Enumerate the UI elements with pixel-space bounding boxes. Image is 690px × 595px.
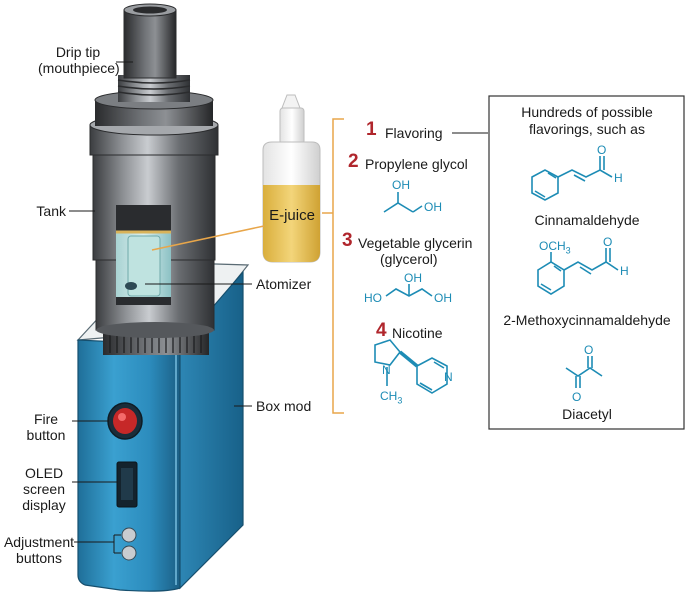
ejuice-label: E-juice [269, 207, 315, 224]
gly-oh-top: OH [404, 271, 422, 285]
chemical-structures [374, 156, 619, 394]
nic-n: N [382, 363, 391, 377]
drip-tip-label: Drip tip(mouthpiece) [38, 44, 120, 76]
ingredient-name: Flavoring [385, 125, 443, 141]
ingredient-number: 1 [366, 119, 377, 140]
e-juice-bottle [262, 94, 321, 263]
example-cinnamaldehyde: Cinnamaldehyde [534, 212, 640, 228]
cin-h: H [614, 171, 623, 185]
gly-ho: HO [364, 291, 382, 305]
diacetyl-o-bottom: O [572, 390, 582, 404]
methoxy-h: H [620, 264, 629, 278]
methoxy-och3: OCH3 [539, 239, 571, 256]
flavor-box-frame [488, 95, 685, 430]
nic-pyridine-n: N [444, 370, 453, 384]
tank-assembly [89, 3, 219, 355]
atomizer-label: Atomizer [256, 276, 312, 292]
ingredient-number: 2 [348, 151, 359, 172]
cin-o: O [597, 143, 607, 157]
box-mod-label: Box mod [256, 398, 312, 414]
ingredient-name: Propylene glycol [365, 156, 468, 172]
ingredient-name: Nicotine [392, 325, 443, 341]
ingredient-name-2: (glycerol) [380, 251, 438, 267]
example-diacetyl: Diacetyl [562, 406, 612, 422]
leader-lines [69, 61, 488, 554]
nic-ch3: CH3 [380, 389, 403, 406]
pg-oh: OH [392, 178, 410, 192]
ingredient-number: 4 [376, 320, 387, 341]
example-methoxycinnamaldehyde: 2-Methoxycinnamaldehyde [503, 312, 671, 328]
gly-oh-right: OH [434, 291, 452, 305]
tank-label: Tank [36, 203, 66, 219]
ingredient-name: Vegetable glycerin [358, 235, 473, 251]
diacetyl-o-top: O [584, 343, 594, 357]
pg-oh2: OH [424, 200, 442, 214]
methoxy-o: O [603, 235, 613, 249]
ingredient-number: 3 [342, 230, 353, 251]
